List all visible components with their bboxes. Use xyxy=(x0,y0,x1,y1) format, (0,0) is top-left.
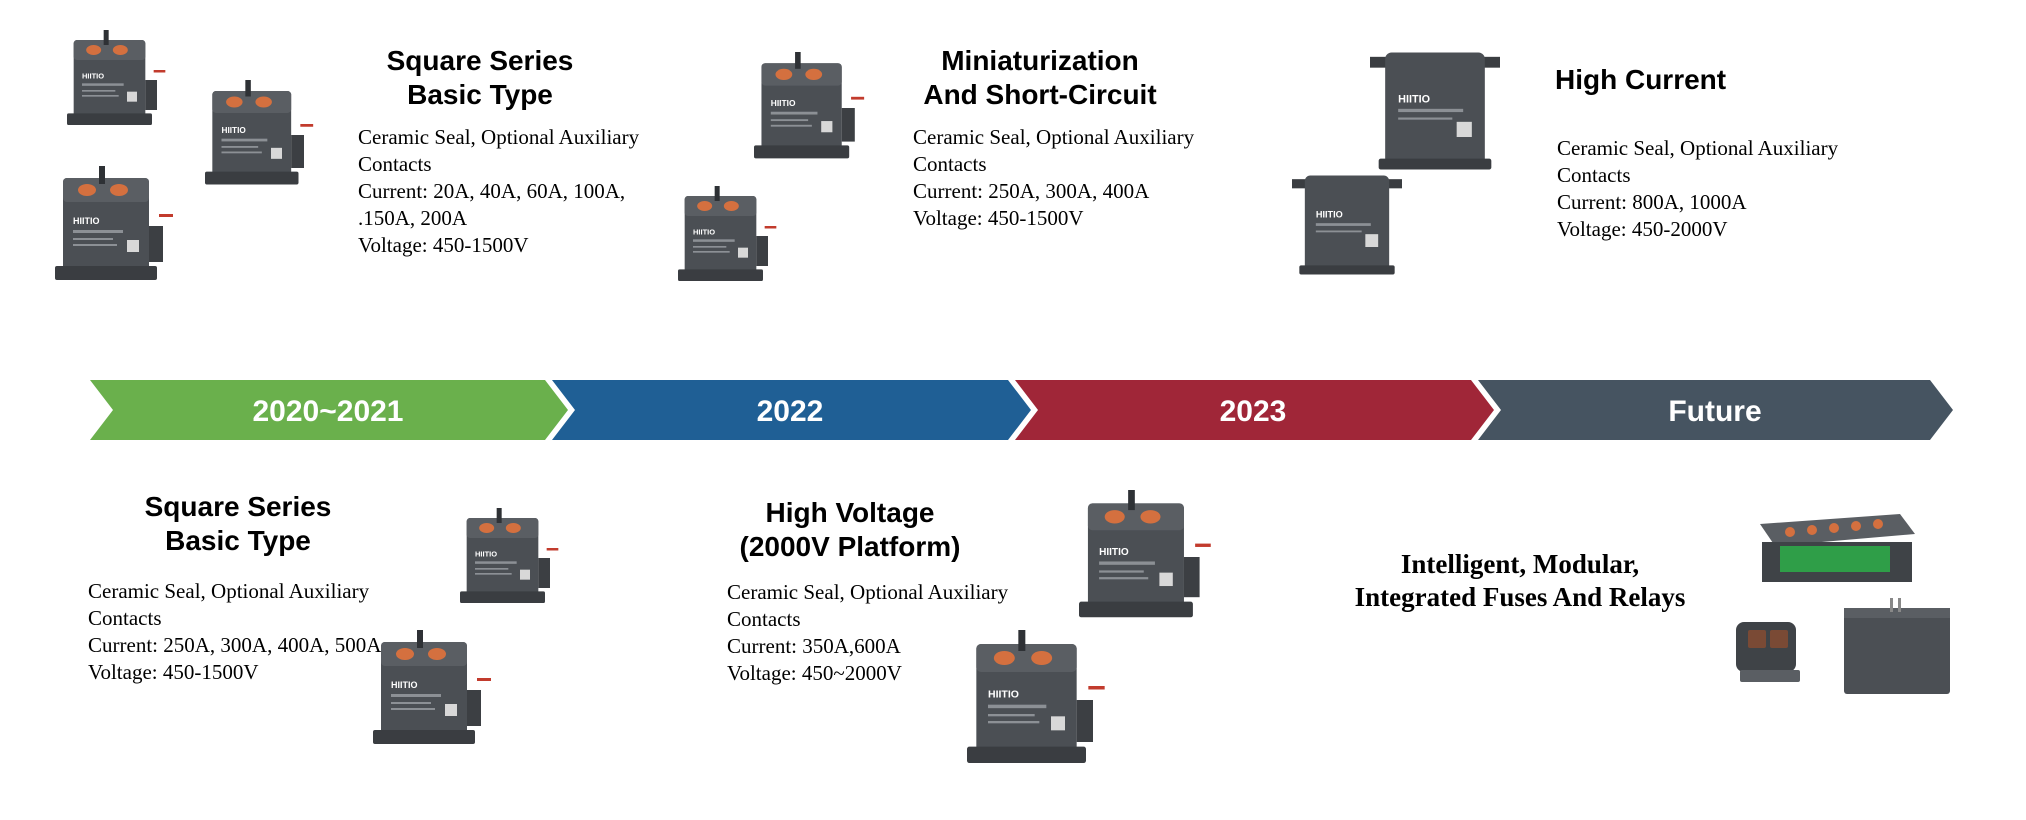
top-1-title: Square Series Basic Type xyxy=(386,45,574,110)
box-relay-image xyxy=(1844,598,1950,694)
top-2-title: Miniaturization And Short-Circuit xyxy=(923,45,1157,110)
bottom-1-description: Ceramic Seal, Optional Auxiliary Contact… xyxy=(88,579,382,684)
fuse-relay-module-image xyxy=(1760,514,1915,582)
relay-image-6 xyxy=(1360,46,1510,176)
timeline-arrow-2023 xyxy=(1015,380,1494,440)
bottom-1-title: Square Series Basic Type xyxy=(144,491,332,556)
relay-image-8 xyxy=(445,508,575,608)
compact-relay-image xyxy=(1736,622,1800,682)
relay-image-2 xyxy=(200,80,320,190)
timeline-arrow-2022 xyxy=(552,380,1031,440)
bottom-2-description: Ceramic Seal, Optional Auxiliary Contact… xyxy=(727,580,1009,685)
top-1-description: Ceramic Seal, Optional Auxiliary Contact… xyxy=(358,125,640,257)
bottom-2-title: High Voltage (2000V Platform) xyxy=(739,497,961,562)
relay-image-10 xyxy=(1072,490,1220,624)
timeline-label-future: Future xyxy=(1668,395,1761,428)
relay-image-1 xyxy=(62,30,172,130)
top-3-title: High Current xyxy=(1555,64,1727,95)
relay-image-9 xyxy=(368,630,498,750)
relay-image-4 xyxy=(750,52,870,164)
timeline-label-2022: 2022 xyxy=(757,395,824,428)
top-2-description: Ceramic Seal, Optional Auxiliary Contact… xyxy=(913,125,1195,230)
bottom-3-title: Intelligent, Modular, Integrated Fuses A… xyxy=(1354,549,1686,612)
relay-image-3 xyxy=(50,166,180,286)
timeline-label-2023: 2023 xyxy=(1220,395,1287,428)
timeline-arrow-future xyxy=(1478,380,1953,440)
timeline-arrow-2020-2021 xyxy=(90,380,568,440)
relay-image-11 xyxy=(962,630,1112,770)
relay-image-5 xyxy=(668,186,788,286)
timeline-label-2020-2021: 2020~2021 xyxy=(253,395,404,428)
relay-image-7 xyxy=(1282,170,1412,280)
top-3-description: Ceramic Seal, Optional Auxiliary Contact… xyxy=(1557,136,1839,241)
